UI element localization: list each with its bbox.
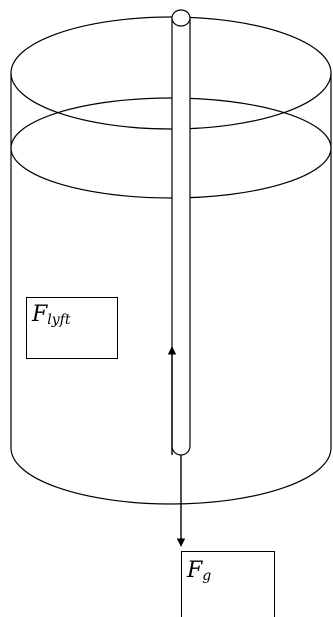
lift-force-label: Flyft	[32, 302, 71, 328]
tube	[171, 9, 191, 456]
lift-force-label-box: Flyft	[26, 297, 118, 359]
cylinder-container	[10, 16, 332, 505]
gravity-force-label-box: Fg	[181, 551, 275, 617]
cylinder-bottom-edge	[10, 447, 332, 505]
tube-top-opening	[171, 9, 191, 27]
water-surface	[10, 97, 332, 199]
gravity-force-label: Fg	[187, 558, 212, 584]
